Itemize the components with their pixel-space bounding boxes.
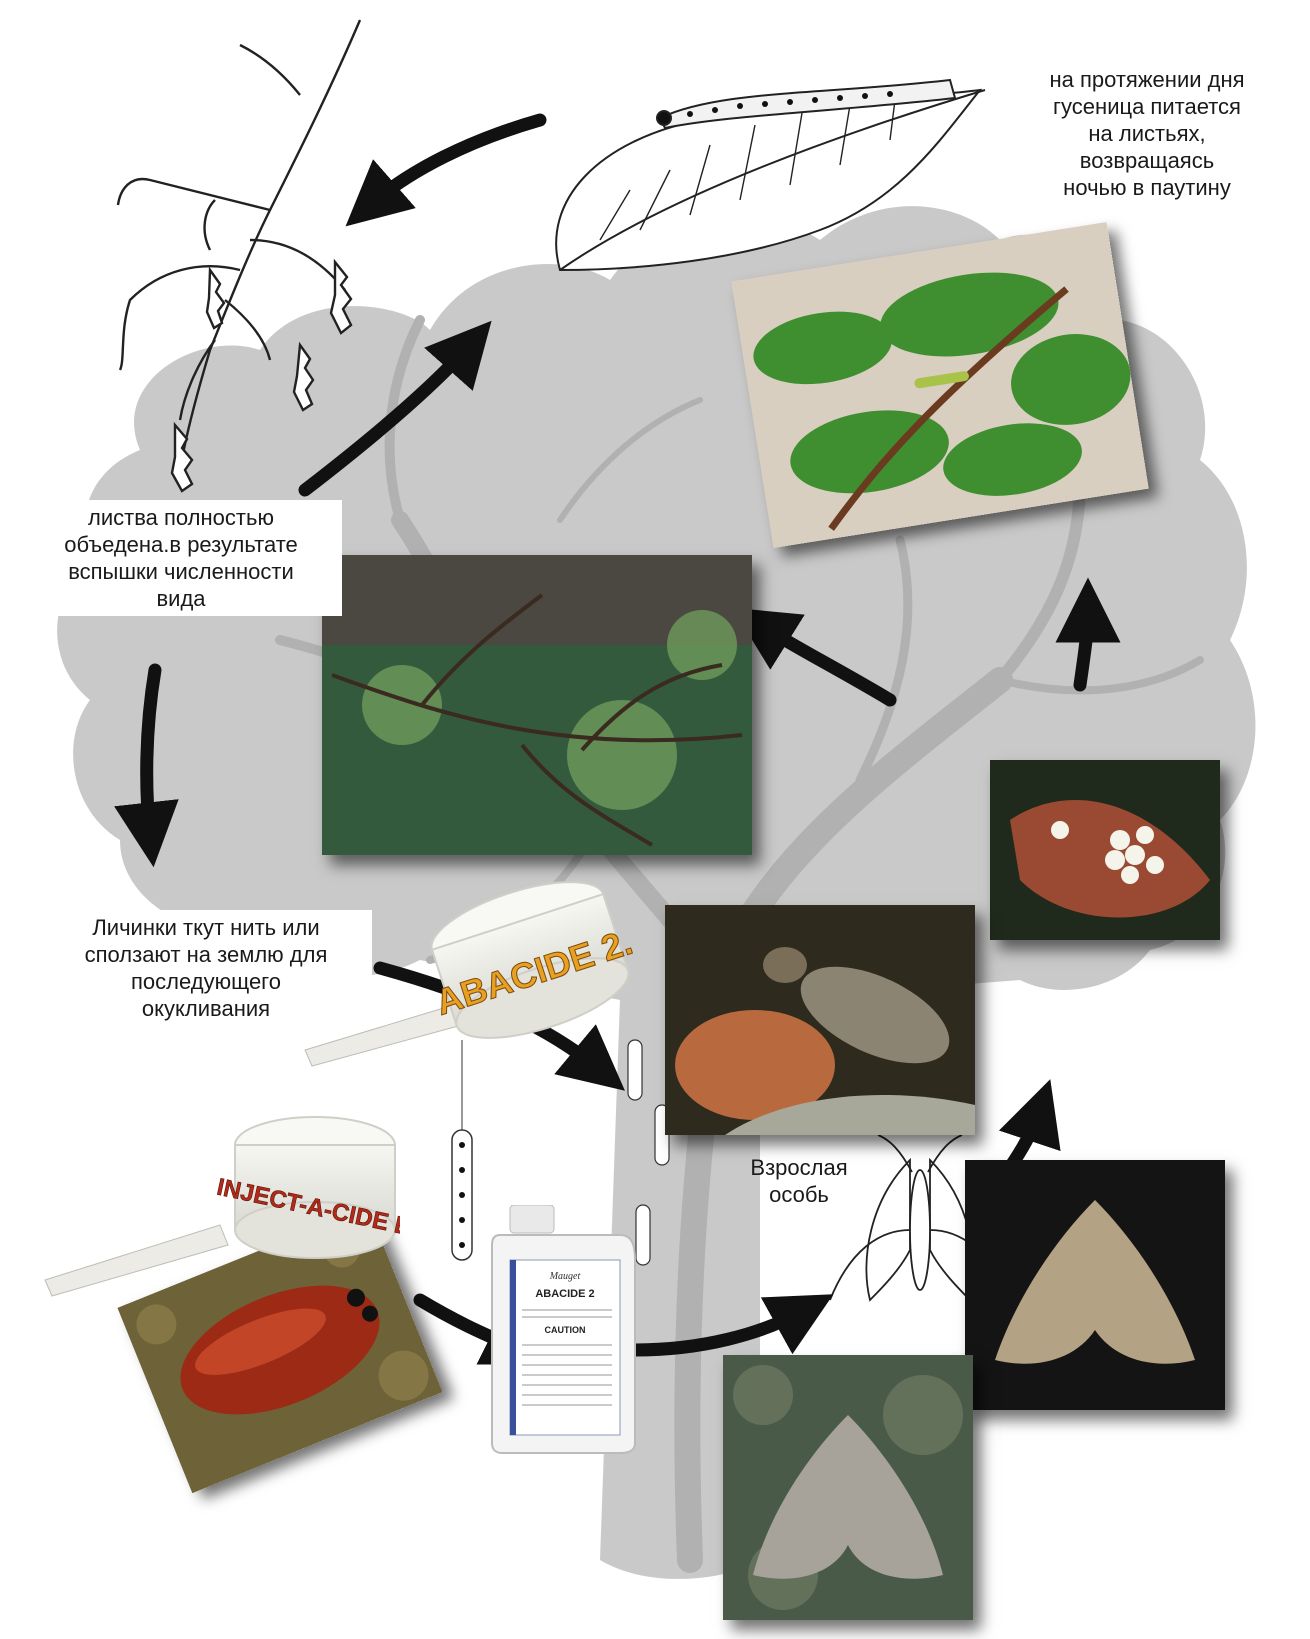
- adult-caption: Взрослая особь: [728, 1150, 870, 1212]
- feeding-caption: на протяжении дня гусеница питается на л…: [995, 62, 1299, 205]
- abacide-bottle-product: Mauget ABACIDE 2 CAUTION: [490, 1205, 640, 1455]
- bottle-caution-label: CAUTION: [545, 1325, 586, 1335]
- photo-defoliated-branch: [322, 555, 752, 855]
- larvae-caption: Личинки ткут нить или сползают на землю …: [40, 910, 372, 1026]
- bottle-name-label: ABACIDE 2: [535, 1288, 594, 1300]
- inject-a-cide-cap-product: INJECT-A-CIDE B: [40, 1100, 400, 1300]
- photo-eggs-on-bud: [990, 760, 1220, 940]
- photo-moth-on-bark: [723, 1355, 973, 1620]
- bottle-brand-label: Mauget: [549, 1271, 581, 1282]
- photo-female-moth-on-bud: [665, 905, 975, 1135]
- defoliation-caption: листва полностью объедена.в результате в…: [20, 500, 342, 616]
- photo-male-moth-wings-spread: [965, 1160, 1225, 1410]
